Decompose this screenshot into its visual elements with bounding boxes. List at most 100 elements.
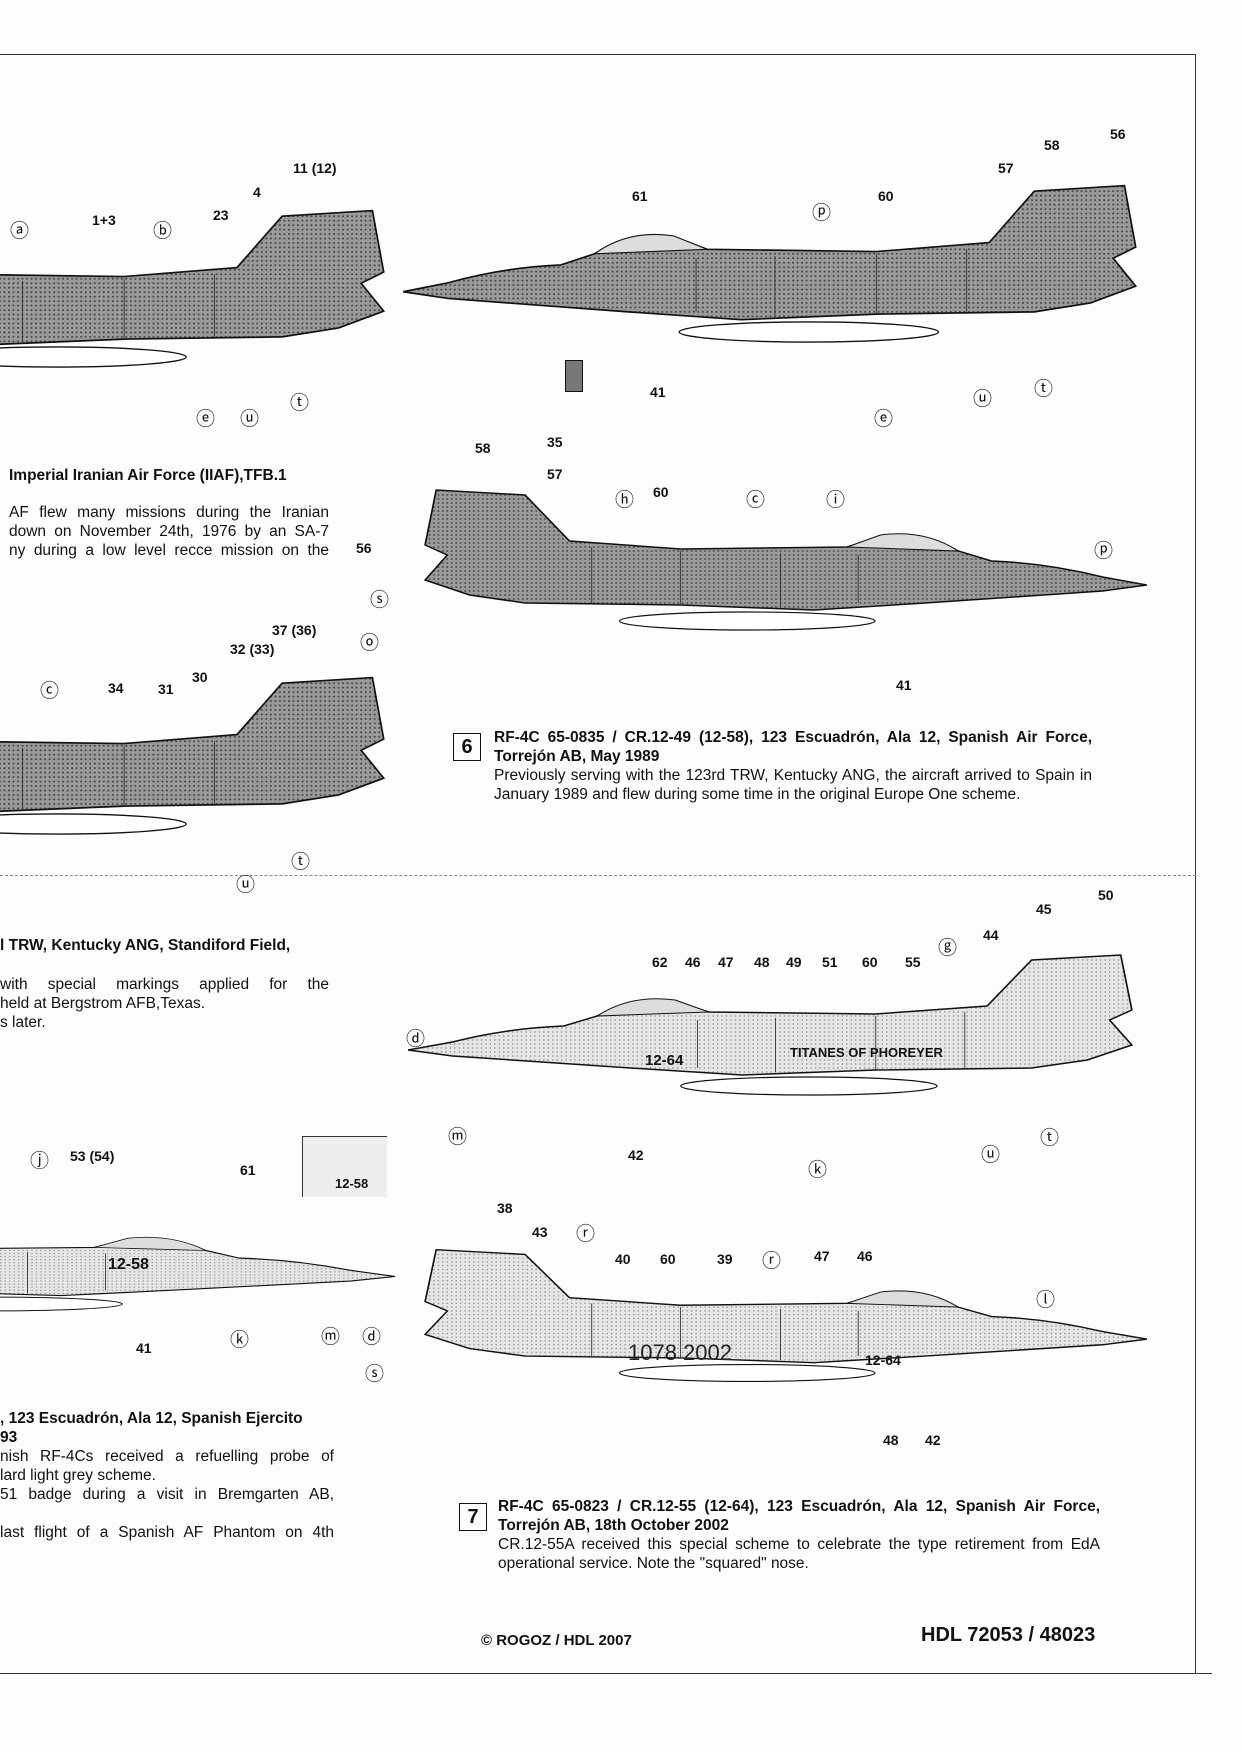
- callout-label: 60: [878, 188, 894, 204]
- callout-label: ⓚ: [808, 1160, 828, 1181]
- callout-label: 1+3: [92, 212, 116, 228]
- callout-label: ⓑ: [153, 221, 173, 242]
- callout-label: 60: [862, 954, 878, 970]
- callout-label: 60: [660, 1251, 676, 1267]
- callout-label: 56: [356, 540, 372, 556]
- profile-number-7: 7: [459, 1503, 487, 1531]
- callout-label: 31: [158, 681, 174, 697]
- callout-label: ⓒ: [746, 490, 766, 511]
- profile-7-title: RF-4C 65-0823 / CR.12-55 (12-64), 123 Es…: [498, 1498, 1100, 1534]
- callout-label: 44: [983, 927, 999, 943]
- callout-label: 61: [632, 188, 648, 204]
- callout-label: 46: [857, 1248, 873, 1264]
- callout-label: 50: [1098, 887, 1114, 903]
- callout-label: 41: [136, 1340, 152, 1356]
- callout-label: ⓚ: [230, 1330, 250, 1351]
- callout-label: 43: [532, 1224, 548, 1240]
- callout-label: ⓡ: [576, 1224, 596, 1245]
- product-code: HDL 72053 / 48023: [921, 1624, 1096, 1646]
- iiaf-line: down on November 24th, 1976 by an SA-7: [9, 523, 329, 540]
- ejercito-caption: , 123 Escuadrón, Ala 12, Spanish Ejercit…: [0, 1409, 334, 1542]
- callout-label: ⓐ: [10, 221, 30, 242]
- sheet-right-border: [1195, 54, 1196, 1674]
- kentucky-line: s later.: [0, 1014, 46, 1031]
- aircraft-profile-kentucky: [0, 676, 385, 835]
- sheet-top-border: [0, 54, 1196, 55]
- ejercito-title: , 123 Escuadrón, Ala 12, Spanish Ejercit…: [0, 1410, 303, 1427]
- aircraft-profile-ejercito: [0, 1202, 395, 1312]
- callout-label: ⓢ: [365, 1364, 385, 1385]
- callout-label: ⓤ: [236, 875, 256, 896]
- callout-label: ⓤ: [973, 389, 993, 410]
- callout-label: 40: [615, 1251, 631, 1267]
- callout-label: 49: [786, 954, 802, 970]
- callout-label: ⓔ: [874, 409, 894, 430]
- ejercito-line: nish RF-4Cs received a refuelling probe …: [0, 1448, 334, 1465]
- profile-number-6: 6: [453, 733, 481, 761]
- callout-label: 47: [814, 1248, 830, 1264]
- callout-label: ⓓ: [406, 1029, 426, 1050]
- callout-label: ⓓ: [362, 1327, 382, 1348]
- ejercito-line: last flight of a Spanish AF Phantom on 4…: [0, 1524, 334, 1541]
- callout-label: 56: [1110, 126, 1126, 142]
- callout-label: 46: [685, 954, 701, 970]
- callout-label: 48: [754, 954, 770, 970]
- profile-6-caption: RF-4C 65-0835 / CR.12-49 (12-58), 123 Es…: [494, 728, 1092, 804]
- callout-label: 62: [652, 954, 668, 970]
- callout-label: 4: [253, 184, 261, 200]
- aircraft-profile-6-left: [403, 184, 1137, 343]
- callout-label: 34: [108, 680, 124, 696]
- callout-label: ⓞ: [360, 633, 380, 654]
- callout-label: ⓛ: [1036, 1290, 1056, 1311]
- callout-label: 41: [896, 677, 912, 693]
- callout-label: ⓔ: [196, 409, 216, 430]
- a6-code: 12-58: [108, 1256, 149, 1273]
- iiaf-caption: Imperial Iranian Air Force (IIAF),TFB.1 …: [9, 466, 329, 560]
- ejercito-line: [0, 1504, 334, 1523]
- callout-label: ⓒ: [40, 681, 60, 702]
- a7-serial: 1078 2002: [628, 1340, 732, 1365]
- iiaf-line: AF flew many missions during the Iranian: [9, 504, 329, 521]
- callout-label: 45: [1036, 901, 1052, 917]
- callout-label: ⓢ: [370, 590, 390, 611]
- kentucky-line: with special markings applied for the: [0, 976, 329, 993]
- callout-label: 57: [547, 466, 563, 482]
- callout-label: ⓣ: [290, 393, 310, 414]
- callout-label: 57: [998, 160, 1014, 176]
- sheet-bottom-border: [0, 1673, 1212, 1674]
- kentucky-line: held at Bergstrom AFB,Texas.: [0, 995, 206, 1012]
- callout-label: 11 (12): [293, 160, 337, 176]
- canopy-inset: [302, 1136, 387, 1197]
- callout-label: 58: [475, 440, 491, 456]
- callout-label: 37 (36): [272, 622, 317, 638]
- callout-label: 58: [1044, 137, 1060, 153]
- iiaf-line: ny during a low level recce mission on t…: [9, 542, 329, 559]
- callout-label: ⓙ: [30, 1151, 50, 1172]
- callout-label: 35: [547, 434, 563, 450]
- ejercito-title-2: 93: [0, 1429, 18, 1446]
- callout-label: 38: [497, 1200, 513, 1216]
- callout-label: 30: [192, 669, 208, 685]
- ejercito-line: lard light grey scheme.: [0, 1467, 156, 1484]
- a7-code: 12-64: [865, 1352, 901, 1368]
- profile-6-title: RF-4C 65-0835 / CR.12-49 (12-58), 123 Es…: [494, 729, 1092, 765]
- callout-label: ⓣ: [291, 852, 311, 873]
- copyright: © ROGOZ / HDL 2007: [481, 1632, 632, 1649]
- ejercito-line: 51 badge during a visit in Bremgarten AB…: [0, 1486, 334, 1503]
- callout-label: 39: [717, 1251, 733, 1267]
- callout-label: 48: [883, 1432, 899, 1448]
- callout-label: ⓣ: [1034, 379, 1054, 400]
- callout-label: ⓖ: [938, 938, 958, 959]
- callout-label: 32 (33): [230, 641, 275, 657]
- profile-7-body: CR.12-55A received this special scheme t…: [498, 1536, 1100, 1572]
- aircraft-profile-iiaf: [0, 209, 385, 368]
- profile-6-body: Previously serving with the 123rd TRW, K…: [494, 767, 1092, 803]
- callout-label: 42: [925, 1432, 941, 1448]
- callout-label: 53 (54): [70, 1148, 115, 1164]
- a5-nose-code: 12-64: [645, 1052, 684, 1069]
- callout-label: ⓘ: [826, 490, 846, 511]
- fold-line: [0, 875, 1196, 876]
- callout-label: ⓤ: [240, 409, 260, 430]
- aircraft-profile-7-left: [408, 954, 1133, 1096]
- callout-label: ⓟ: [1094, 541, 1114, 562]
